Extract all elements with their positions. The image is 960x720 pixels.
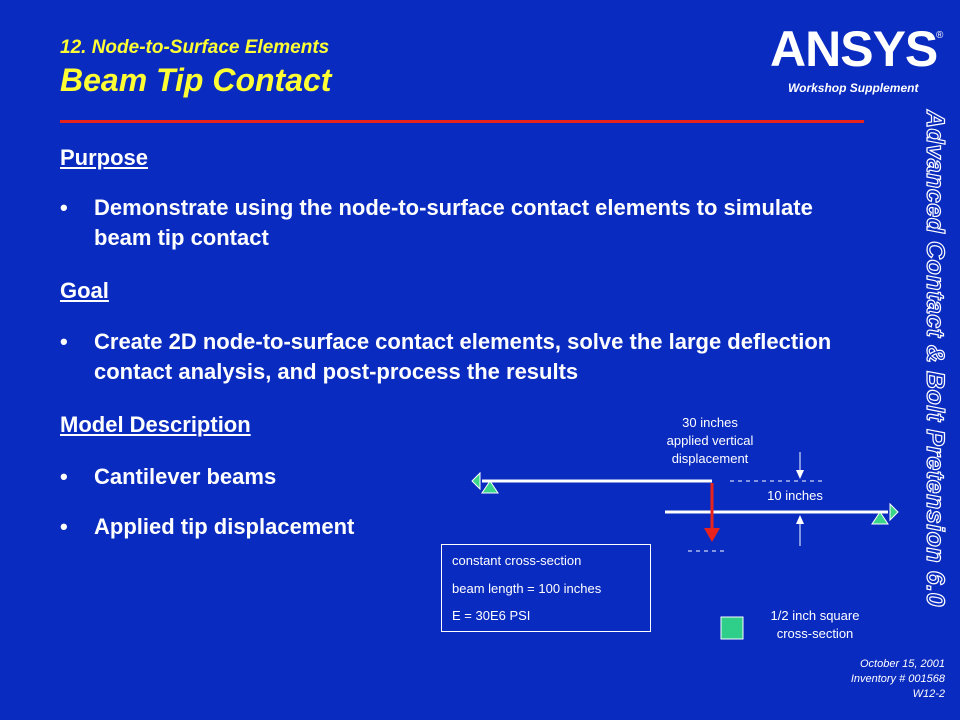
section-subtitle: 12. Node-to-Surface Elements	[60, 37, 330, 58]
cross-section-label-line2: cross-section	[776, 626, 854, 641]
registered-mark: ®	[936, 30, 944, 41]
page-title: Beam Tip Contact	[60, 62, 332, 98]
ansys-logo: ANSYS ®	[770, 22, 945, 77]
footer-date: October 15, 2001	[859, 658, 945, 670]
purpose-heading: Purpose	[60, 145, 149, 170]
footer-page-number: W12-2	[912, 688, 945, 700]
applied-displacement-label: 30 inches applied vertical displacement	[630, 414, 790, 468]
displacement-arrow-head	[704, 528, 720, 542]
bullet-dot: •	[60, 514, 68, 539]
bullet-dot: •	[60, 329, 68, 354]
goal-heading: Goal	[60, 278, 109, 303]
gap-dim-upper-arrowhead	[796, 470, 804, 479]
model-text-1: Cantilever beams	[94, 464, 277, 489]
upper-fixed-support-bottom	[481, 480, 499, 494]
workshop-supplement-label: Workshop Supplement	[788, 81, 919, 95]
applied-displacement-label-line2: applied vertical	[666, 433, 754, 448]
applied-displacement-label-line1: 30 inches	[682, 415, 738, 430]
cross-section-label-line1: 1/2 inch square	[770, 608, 860, 623]
cross-section-label: 1/2 inch square cross-section	[745, 607, 885, 643]
properties-box: constant cross-section beam length = 100…	[441, 544, 651, 632]
bullet-dot: •	[60, 464, 68, 489]
applied-displacement-label-line3: displacement	[671, 451, 749, 466]
model-text-2: Applied tip displacement	[94, 514, 355, 539]
purpose-text: Demonstrate using the node-to-surface co…	[94, 195, 813, 250]
logo-text: ANSYS	[770, 21, 938, 77]
gap-dim-lower-arrowhead	[796, 515, 804, 524]
gap-label: 10 inches	[767, 488, 823, 503]
lower-fixed-support-bottom	[871, 511, 889, 525]
title-divider	[60, 120, 864, 123]
footer-inventory: Inventory # 001568	[850, 673, 945, 685]
model-heading: Model Description	[60, 412, 251, 437]
property-length: beam length = 100 inches	[452, 581, 602, 596]
cross-section-square	[720, 616, 744, 640]
property-modulus: E = 30E6 PSI	[452, 608, 531, 623]
property-cross-section: constant cross-section	[452, 553, 582, 568]
lower-fixed-support-right	[889, 502, 899, 522]
goal-text: Create 2D node-to-surface contact elemen…	[94, 329, 832, 384]
upper-fixed-support-left	[471, 471, 481, 491]
bullet-dot: •	[60, 195, 68, 220]
